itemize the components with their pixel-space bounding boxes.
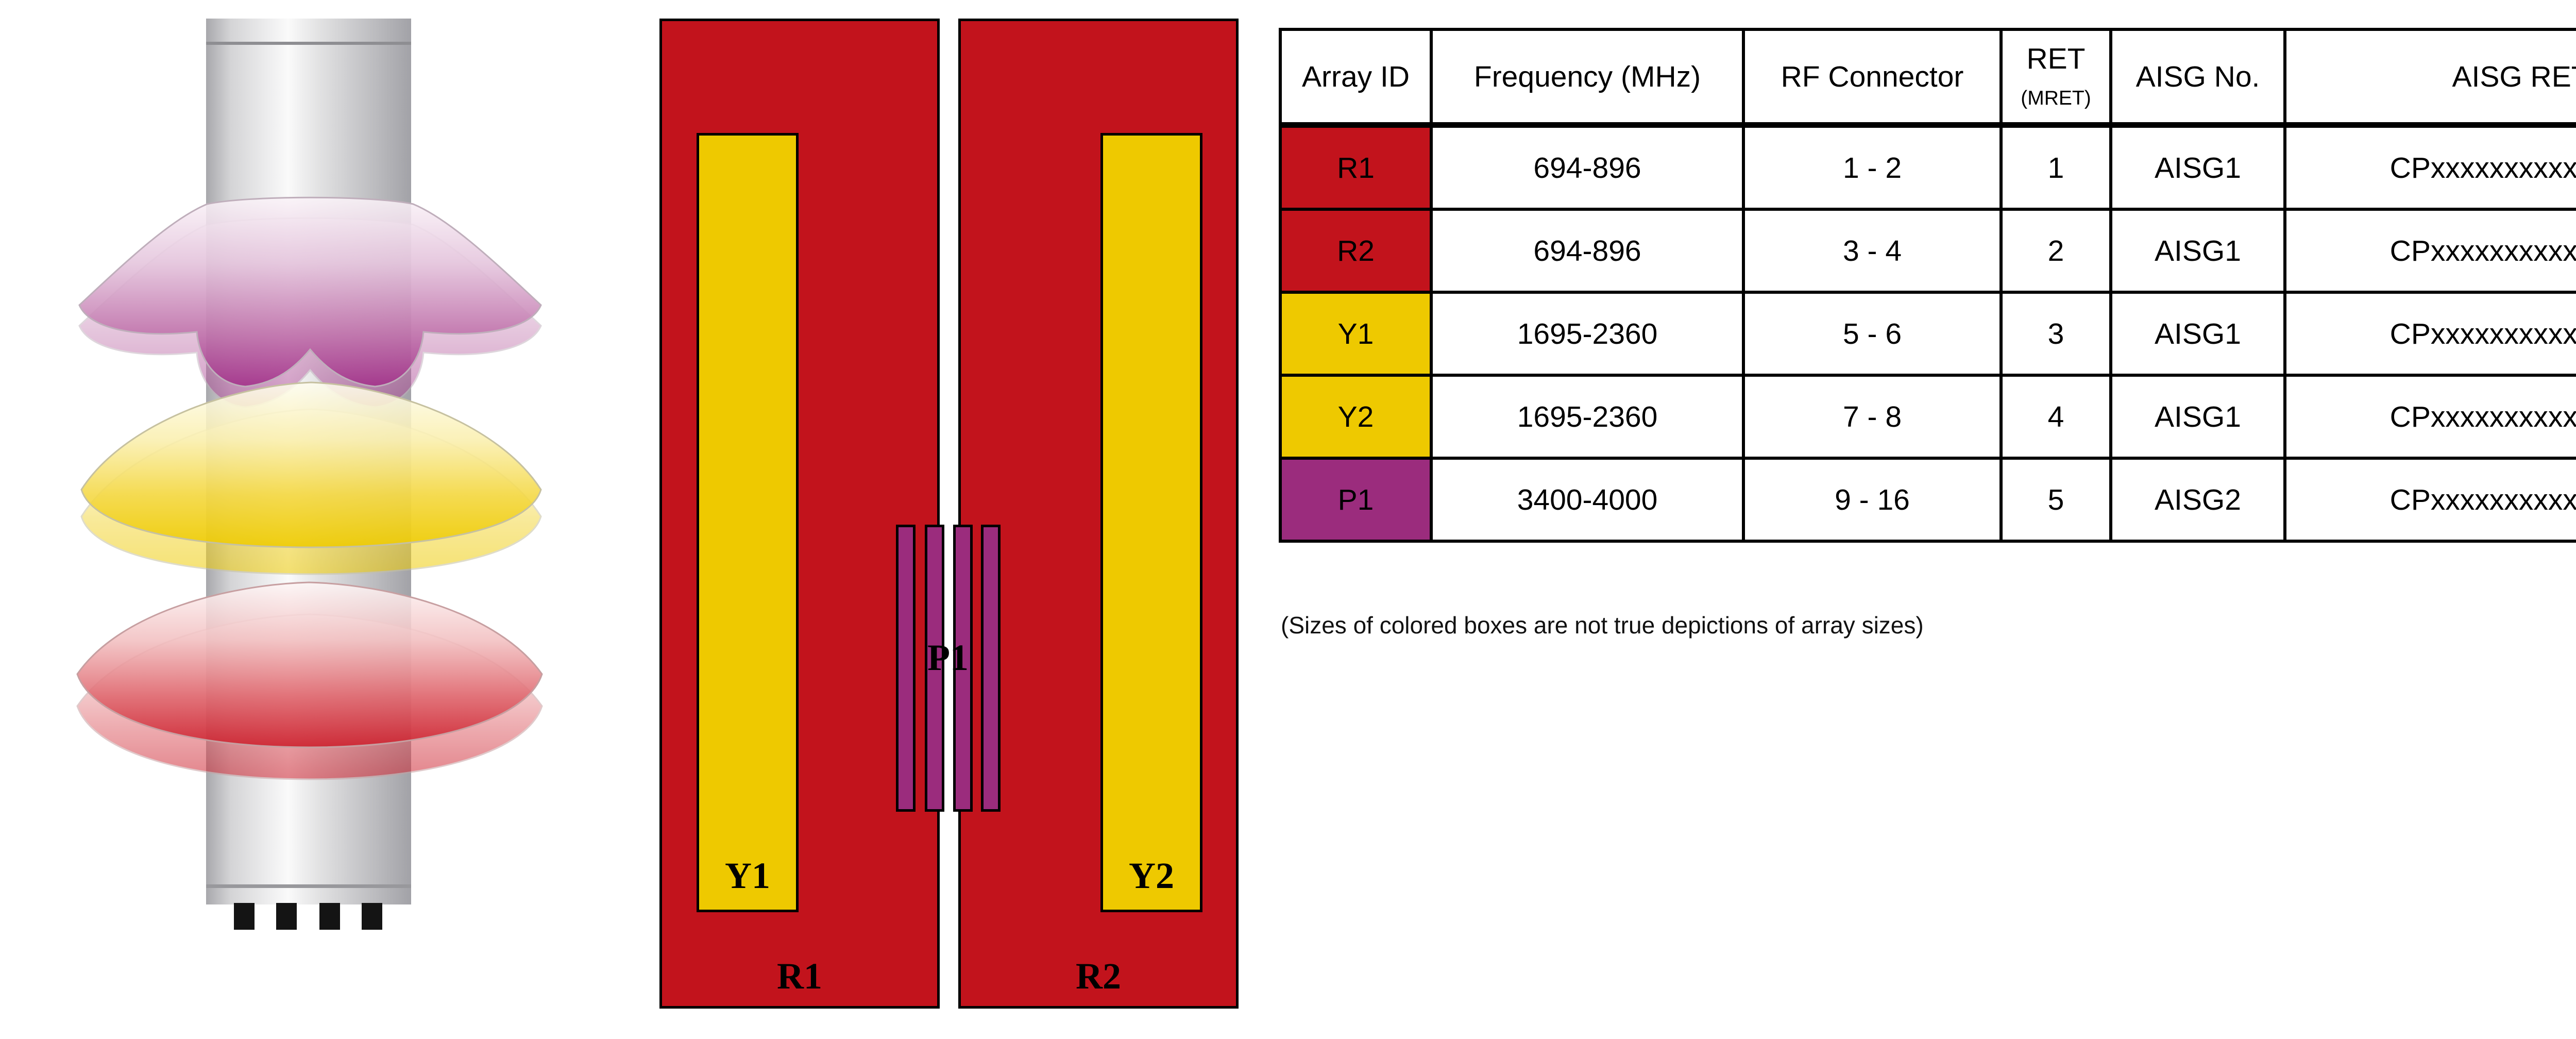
purple-beam	[78, 196, 542, 408]
frequency-cell: 1695-2360	[1430, 374, 1745, 460]
table-header-row: Array ID Frequency (MHz) RF Connector RE…	[1279, 28, 2576, 128]
col-header-frequency: Frequency (MHz)	[1430, 28, 1745, 128]
aisg-no-cell: AISG1	[2109, 208, 2286, 294]
aisg-no-cell: AISG1	[2109, 123, 2286, 211]
array-r2-label: R2	[1076, 956, 1121, 997]
frequency-cell: 1695-2360	[1430, 291, 1745, 377]
yellow-beam	[80, 381, 542, 575]
col-header-ret-sub: (MRET)	[2021, 87, 2091, 109]
aisg-ret-uid-cell: CPxxxxxxxxxxxxxxMM.2	[2283, 208, 2576, 294]
aisg-no-cell: AISG2	[2109, 457, 2286, 543]
ret-cell: 2	[1999, 208, 2112, 294]
ret-cell: 5	[1999, 457, 2112, 543]
table-row: R2 694-896 3 - 4 2 AISG1 CPxxxxxxxxxxxxx…	[1279, 208, 2576, 294]
aisg-ret-uid-cell: CPxxxxxxxxxxxxxxMM.1	[2283, 123, 2576, 211]
col-header-rf-connector: RF Connector	[1742, 28, 2003, 128]
aisg-no-cell: AISG1	[2109, 374, 2286, 460]
array-y1-label: Y1	[725, 855, 770, 896]
array-p1-strip	[925, 525, 944, 812]
aisg-ret-uid-cell: CPxxxxxxxxxxxxxxMM.4	[2283, 374, 2576, 460]
array-p1-label: P1	[927, 637, 969, 678]
col-header-ret: RET (MRET)	[1999, 28, 2112, 128]
array-id-cell: Y1	[1279, 291, 1433, 377]
ret-cell: 1	[1999, 123, 2112, 211]
frequency-cell: 694-896	[1430, 123, 1745, 211]
array-y2-label: Y2	[1129, 855, 1174, 896]
col-header-aisg-no: AISG No.	[2109, 28, 2286, 128]
rf-connector-cell: 7 - 8	[1742, 374, 2003, 460]
col-header-aisg-ret-uid: AISG RET UID	[2283, 28, 2576, 128]
array-p1-strip	[896, 525, 916, 812]
array-spec-table: Array ID Frequency (MHz) RF Connector RE…	[1279, 28, 2576, 543]
rf-connector-cell: 1 - 2	[1742, 123, 2003, 211]
frequency-cell: 3400-4000	[1430, 457, 1745, 543]
ret-cell: 4	[1999, 374, 2112, 460]
aisg-no-cell: AISG1	[2109, 291, 2286, 377]
rf-connector-cell: 9 - 16	[1742, 457, 2003, 543]
antenna-illustration	[76, 19, 543, 930]
array-id-cell: P1	[1279, 457, 1433, 543]
size-disclaimer-note: (Sizes of colored boxes are not true dep…	[1281, 612, 1924, 639]
ret-cell: 3	[1999, 291, 2112, 377]
array-p1-strip	[953, 525, 973, 812]
col-header-ret-main: RET	[2026, 42, 2086, 76]
array-id-cell: R1	[1279, 123, 1433, 211]
array-r1-label: R1	[777, 956, 822, 997]
aisg-ret-uid-cell: CPxxxxxxxxxxxxxxMM.1	[2283, 457, 2576, 543]
col-header-array-id: Array ID	[1279, 28, 1433, 128]
table-row: Y2 1695-2360 7 - 8 4 AISG1 CPxxxxxxxxxxx…	[1279, 374, 2576, 460]
aisg-ret-uid-cell: CPxxxxxxxxxxxxxxMM.3	[2283, 291, 2576, 377]
rf-connector-cell: 3 - 4	[1742, 208, 2003, 294]
connector-pins	[234, 903, 382, 930]
array-y1-box: Y1	[697, 133, 799, 912]
table-row: R1 694-896 1 - 2 1 AISG1 CPxxxxxxxxxxxxx…	[1279, 123, 2576, 211]
array-p1-strip	[981, 525, 1001, 812]
table-row: Y1 1695-2360 5 - 6 3 AISG1 CPxxxxxxxxxxx…	[1279, 291, 2576, 377]
array-y2-box: Y2	[1100, 133, 1202, 912]
table-row: P1 3400-4000 9 - 16 5 AISG2 CPxxxxxxxxxx…	[1279, 457, 2576, 543]
rf-connector-cell: 5 - 6	[1742, 291, 2003, 377]
red-beam	[76, 581, 543, 780]
array-id-cell: R2	[1279, 208, 1433, 294]
frequency-cell: 694-896	[1430, 208, 1745, 294]
array-id-cell: Y2	[1279, 374, 1433, 460]
